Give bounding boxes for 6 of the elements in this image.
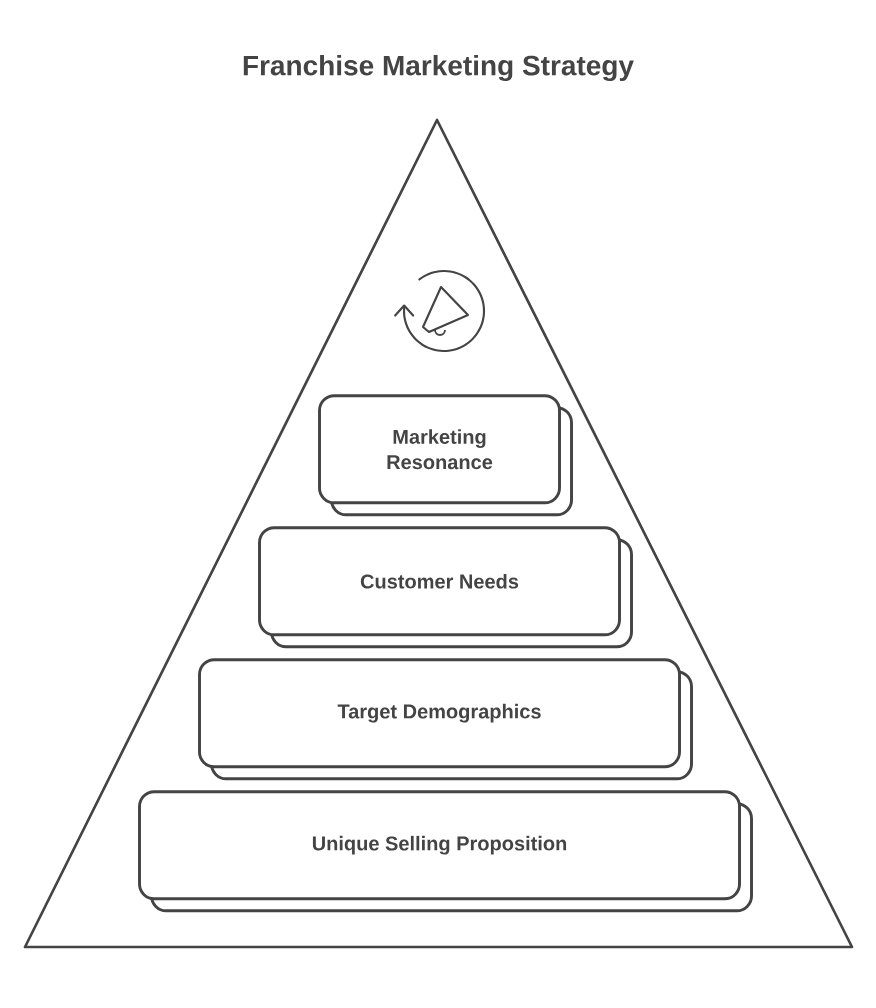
- pyramid-triangle: [23, 118, 854, 949]
- layered-box: Unique Selling Proposition: [138, 790, 753, 913]
- layered-box: Marketing Resonance: [318, 394, 573, 517]
- title: Franchise Marketing Strategy: [243, 54, 634, 82]
- layered-box: Target Demographics: [198, 658, 693, 781]
- layered-box: Customer Needs: [258, 526, 633, 649]
